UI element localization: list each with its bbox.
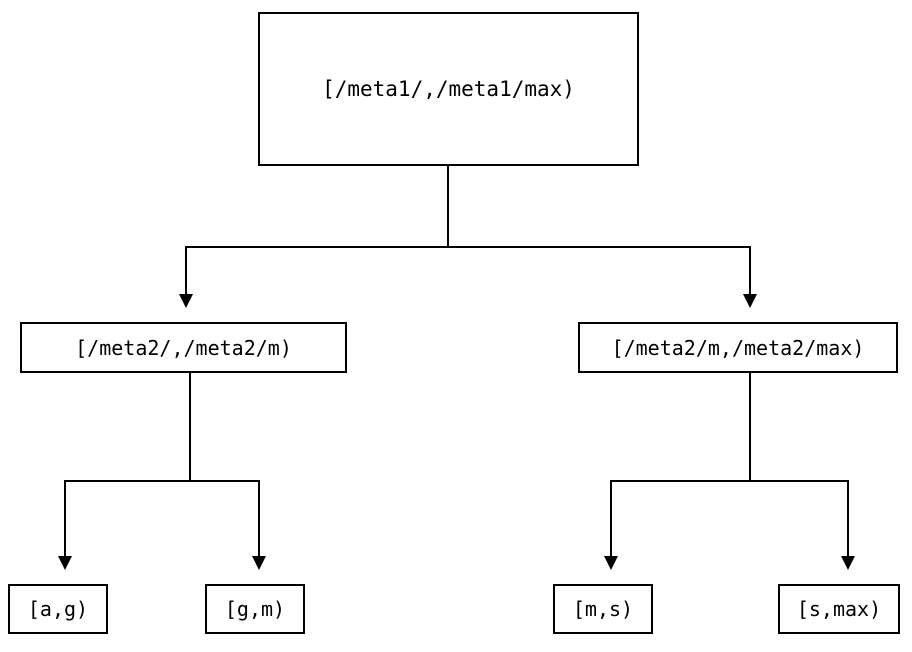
tree-node-leaf-g-m[interactable]: [g,m)	[205, 584, 305, 634]
arrowhead-mid-left-to-leaf-gm-icon	[252, 556, 266, 570]
tree-node-root[interactable]: [/meta1/,/meta1/max)	[258, 12, 639, 166]
arrowhead-mid-right-to-leaf-ms-icon	[604, 556, 618, 570]
tree-node-leaf-a-g-label: [a,g)	[27, 597, 89, 621]
tree-node-leaf-m-s-label: [m,s)	[572, 597, 634, 621]
tree-node-mid-right-label: [/meta2/m,/meta2/max)	[611, 335, 865, 360]
arrowhead-root-to-mid-right-icon	[743, 294, 757, 308]
tree-node-mid-left-label: [/meta2/,/meta2/m)	[75, 335, 292, 360]
arrowhead-mid-left-to-leaf-ag-icon	[58, 556, 72, 570]
tree-node-leaf-s-max-label: [s,max)	[796, 597, 882, 621]
tree-node-leaf-m-s[interactable]: [m,s)	[553, 584, 653, 634]
tree-node-leaf-g-m-label: [g,m)	[224, 597, 286, 621]
arrowhead-root-to-mid-left-icon	[179, 294, 193, 308]
tree-node-mid-left[interactable]: [/meta2/,/meta2/m)	[20, 322, 347, 373]
tree-node-mid-right[interactable]: [/meta2/m,/meta2/max)	[578, 322, 898, 373]
tree-node-leaf-a-g[interactable]: [a,g)	[8, 584, 108, 634]
tree-node-leaf-s-max[interactable]: [s,max)	[778, 584, 900, 634]
tree-node-root-label: [/meta1/,/meta1/max)	[322, 76, 575, 101]
arrowhead-mid-right-to-leaf-smax-icon	[841, 556, 855, 570]
